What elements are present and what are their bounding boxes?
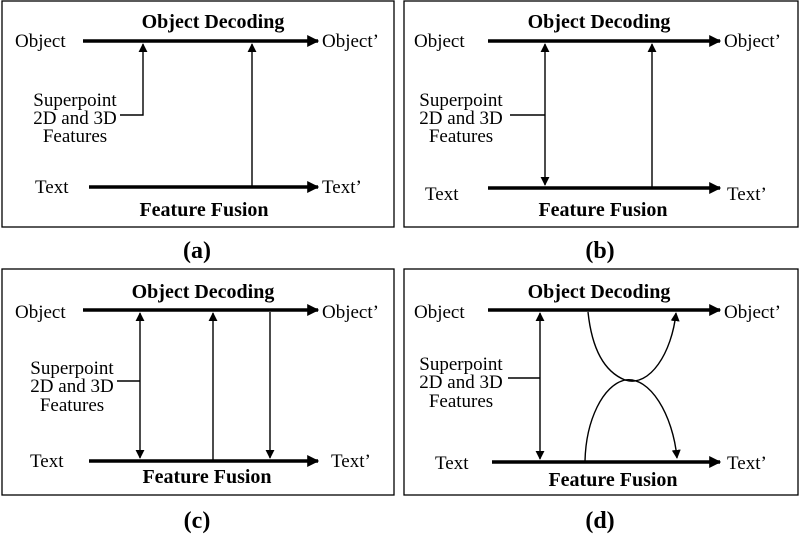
superpoint-label-line3: Features — [43, 126, 107, 147]
object-to-object-curve-arrow — [587, 311, 680, 382]
superpoint-label-line3: Features — [40, 395, 104, 416]
superpoint-label-line3: Features — [429, 126, 493, 147]
superpoint-label-line2: 2D and 3D — [30, 376, 113, 397]
feature-fusion-label: Feature Fusion — [538, 199, 667, 221]
feature-fusion-label: Feature Fusion — [139, 199, 268, 221]
object-output-label: Object’ — [724, 302, 781, 323]
text-output-label: Text’ — [322, 177, 362, 198]
object-output-label: Object’ — [322, 31, 379, 52]
panel-c-caption: (c) — [184, 508, 211, 534]
superpoint-label-line2: 2D and 3D — [419, 108, 502, 129]
object-decoding-label: Object Decoding — [132, 281, 275, 303]
object-output-label: Object’ — [322, 302, 379, 323]
panel-a-caption: (a) — [183, 238, 211, 264]
panel-b: Object Decoding Object Object’ Superpoin… — [403, 0, 799, 264]
object-input-label: Object — [15, 31, 66, 52]
panel-d: Object Decoding Object Object’ Superpoin… — [403, 268, 799, 534]
superpoint-label-line1: Superpoint — [33, 90, 117, 111]
text-to-text-curve-arrow — [584, 379, 681, 462]
object-input-label: Object — [15, 302, 66, 323]
text-output-label: Text’ — [331, 451, 371, 472]
superpoint-label-line1: Superpoint — [419, 90, 503, 111]
object-output-label: Object’ — [724, 31, 781, 52]
superpoint-label-line1: Superpoint — [30, 358, 114, 379]
panel-b-frame — [403, 0, 799, 228]
superpoint-label-line2: 2D and 3D — [419, 372, 502, 393]
panel-d-frame — [403, 268, 799, 496]
panel-c: Object Decoding Object Object’ Superpoin… — [1, 268, 395, 534]
feature-fusion-label: Feature Fusion — [548, 469, 677, 491]
object-input-label: Object — [414, 31, 465, 52]
object-decoding-label: Object Decoding — [528, 281, 671, 303]
text-input-label: Text — [425, 184, 459, 205]
panel-a: Object Decoding Object Object’ Superpoin… — [1, 0, 395, 264]
panel-b-caption: (b) — [585, 238, 614, 264]
superpoint-label-line2: 2D and 3D — [33, 108, 116, 129]
superpoint-to-object-arrow — [120, 43, 148, 116]
panel-d-caption: (d) — [585, 508, 614, 534]
text-output-label: Text’ — [727, 184, 767, 205]
text-input-label: Text — [35, 177, 69, 198]
text-output-label: Text’ — [727, 453, 767, 474]
object-decoding-label: Object Decoding — [142, 11, 285, 33]
text-input-label: Text — [30, 451, 64, 472]
superpoint-label-line3: Features — [429, 391, 493, 412]
panel-a-frame — [1, 0, 395, 228]
object-input-label: Object — [414, 302, 465, 323]
text-input-label: Text — [435, 453, 469, 474]
feature-fusion-label: Feature Fusion — [142, 466, 271, 488]
object-decoding-label: Object Decoding — [528, 11, 671, 33]
panel-c-frame — [1, 268, 395, 496]
superpoint-label-line1: Superpoint — [419, 354, 503, 375]
